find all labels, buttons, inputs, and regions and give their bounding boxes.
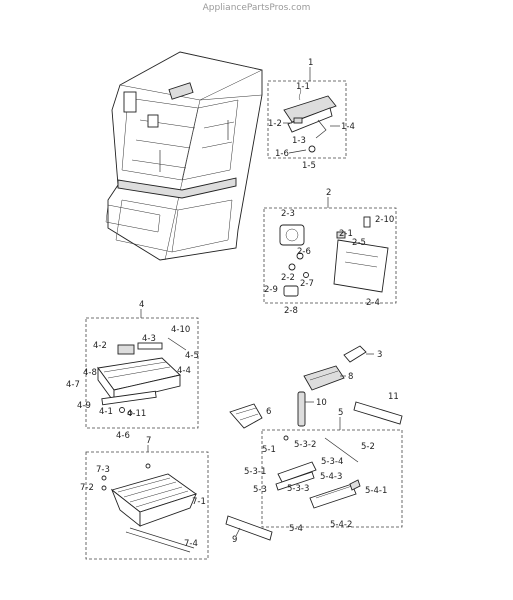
part-11: 11 [353,392,403,425]
label-10: 10 [316,398,327,408]
group-7: 7 7-3 7-2 7-1 7-4 [80,436,209,560]
label-4-3: 4-3 [142,334,156,344]
label-5-3-4: 5-3-4 [321,457,343,467]
label-group-4: 4 [139,300,144,310]
label-2-9: 2-9 [264,285,278,295]
label-7-3: 7-3 [96,465,110,475]
label-4-1: 4-1 [99,407,113,417]
label-3: 3 [377,350,382,360]
label-4-8: 4-8 [83,368,97,378]
label-5-4: 5-4 [289,524,303,534]
label-2-4: 2-4 [366,298,380,308]
label-7-1: 7-1 [192,497,206,507]
part-3: 3 [343,345,382,363]
label-2-3: 2-3 [281,209,295,219]
label-5-4-2: 5-4-2 [330,520,352,530]
watermark: AppliancePartsPros.com [202,3,311,13]
label-6: 6 [266,407,271,417]
label-1-1: 1-1 [296,82,310,92]
label-2-2: 2-2 [281,273,295,283]
group-2: 2 2-3 2-1 2-10 2-6 2-5 2-2 2-7 2-9 2-8 2… [263,188,397,316]
label-4-2: 4-2 [93,341,107,351]
label-5-3-3: 5-3-3 [287,484,309,494]
label-group-7: 7 [146,436,151,446]
label-5-2: 5-2 [361,442,375,452]
label-1-2: 1-2 [268,119,282,129]
label-1-5: 1-5 [302,161,316,171]
label-7-2: 7-2 [80,483,94,493]
label-1-3: 1-3 [292,136,306,146]
label-2-10: 2-10 [375,215,394,225]
group-5: 5 5-1 5-3-2 5-2 5-3-4 5-3-1 5-4-3 5-3 5-… [244,408,403,534]
label-5-3-2: 5-3-2 [294,440,316,450]
part-8: 8 [303,365,353,391]
label-9: 9 [232,535,237,545]
part-9: 9 [225,515,273,545]
label-group-1: 1 [308,58,313,68]
label-1-4: 1-4 [341,122,355,132]
label-5-3: 5-3 [253,485,267,495]
label-5-3-1: 5-3-1 [244,467,266,477]
part-6: 6 [229,403,271,429]
label-5-4-3: 5-4-3 [320,472,342,482]
label-4-7: 4-7 [66,380,80,390]
label-1-6: 1-6 [275,149,289,159]
part-10: 10 [297,391,327,427]
label-11: 11 [388,392,399,402]
label-2-8: 2-8 [284,306,298,316]
label-4-11: 4-11 [127,409,146,419]
label-5-4-1: 5-4-1 [365,486,387,496]
label-4-10: 4-10 [171,325,190,335]
refrigerator-cabinet [105,51,263,261]
group-1: 1 1-1 1-2 1-3 1-4 1-6 1-5 [267,58,355,171]
label-4-6: 4-6 [116,431,130,441]
label-4-5: 4-5 [185,351,199,361]
label-group-5: 5 [338,408,343,418]
label-4-9: 4-9 [77,401,91,411]
label-2-7: 2-7 [300,279,314,289]
label-2-5: 2-5 [352,238,366,248]
label-8: 8 [348,372,353,382]
label-5-1: 5-1 [262,445,276,455]
label-7-4: 7-4 [184,539,198,549]
label-group-2: 2 [326,188,331,198]
label-4-4: 4-4 [177,366,191,376]
label-2-1: 2-1 [339,229,353,239]
label-2-6: 2-6 [297,247,311,257]
group-4: 4 4-10 4-3 4-2 4-5 4-8 4-4 4-7 4-9 4-1 4… [66,300,199,441]
